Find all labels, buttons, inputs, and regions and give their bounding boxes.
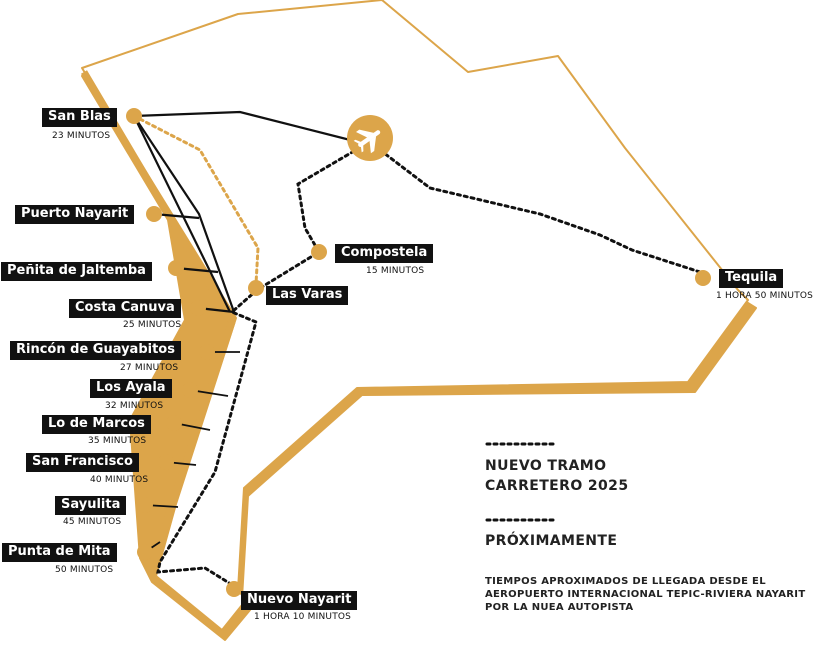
dot-costa-canuva[interactable] [190,300,206,316]
label-sayulita: Sayulita [55,496,127,515]
time-nuevo-nayarit: 1 HORA 10 MINUTOS [254,612,352,622]
dot-puerto-nayarit[interactable] [146,206,162,222]
dot-lo-de-marcos[interactable] [166,415,182,431]
coastline [80,70,236,574]
time-punta-de-mita: 50 MINUTOS [55,565,114,575]
legend-new-road-swatch [485,442,555,446]
dot-san-francisco[interactable] [158,454,174,470]
label-guayabitos: Rincón de Guayabitos [10,341,181,360]
label-puerto-nayarit: Puerto Nayarit [15,205,135,224]
label-nuevo-nayarit: Nuevo Nayarit [241,591,358,610]
label-tequila: Tequila [719,269,784,288]
legend-coming-soon-label: PRÓXIMAMENTE [485,533,618,549]
time-compostela: 15 MINUTOS [366,266,425,276]
dot-compostela[interactable] [311,244,327,260]
dot-guayabitos[interactable] [199,344,215,360]
time-guayabitos: 27 MINUTOS [120,363,179,373]
label-los-ayala: Los Ayala [90,379,172,398]
legend-note: TIEMPOS APROXIMADOS DE LLEGADA DESDE EL … [485,576,806,613]
airplane-icon [353,129,381,154]
dot-punta-de-mita[interactable] [137,544,153,560]
label-compostela: Compostela [335,244,434,263]
time-san-blas: 23 MINUTOS [52,131,111,141]
time-lo-de-marcos: 35 MINUTOS [88,436,147,446]
label-punta-de-mita: Punta de Mita [2,543,117,562]
time-sayulita: 45 MINUTOS [63,517,122,527]
label-lo-de-marcos: Lo de Marcos [42,415,151,434]
time-costa-canuva: 25 MINUTOS [123,320,182,330]
location-dots [126,108,711,597]
time-tequila: 1 HORA 50 MINUTOS [716,291,814,301]
region-outline [81,0,749,631]
dot-penita[interactable] [168,260,184,276]
label-las-varas: Las Varas [266,286,349,305]
legend-new-road-label: NUEVO TRAMO CARRETERO 2025 [485,458,629,494]
legend-coming-soon-swatch [485,518,555,522]
time-los-ayala: 32 MINUTOS [105,401,164,411]
time-san-francisco: 40 MINUTOS [90,475,149,485]
dot-los-ayala[interactable] [182,382,198,398]
new-road-dotted [156,142,702,588]
dot-nuevo-nayarit[interactable] [226,581,242,597]
coming-soon-road [132,114,260,286]
dot-las-varas[interactable] [248,280,264,296]
label-penita: Peñita de Jaltemba [1,262,152,281]
dot-san-blas[interactable] [126,108,142,124]
label-san-blas: San Blas [42,108,117,127]
label-san-francisco: San Francisco [26,453,139,472]
dot-sayulita[interactable] [137,497,153,513]
airport-marker[interactable] [347,115,393,161]
dot-tequila[interactable] [695,270,711,286]
label-costa-canuva: Costa Canuva [69,299,181,318]
